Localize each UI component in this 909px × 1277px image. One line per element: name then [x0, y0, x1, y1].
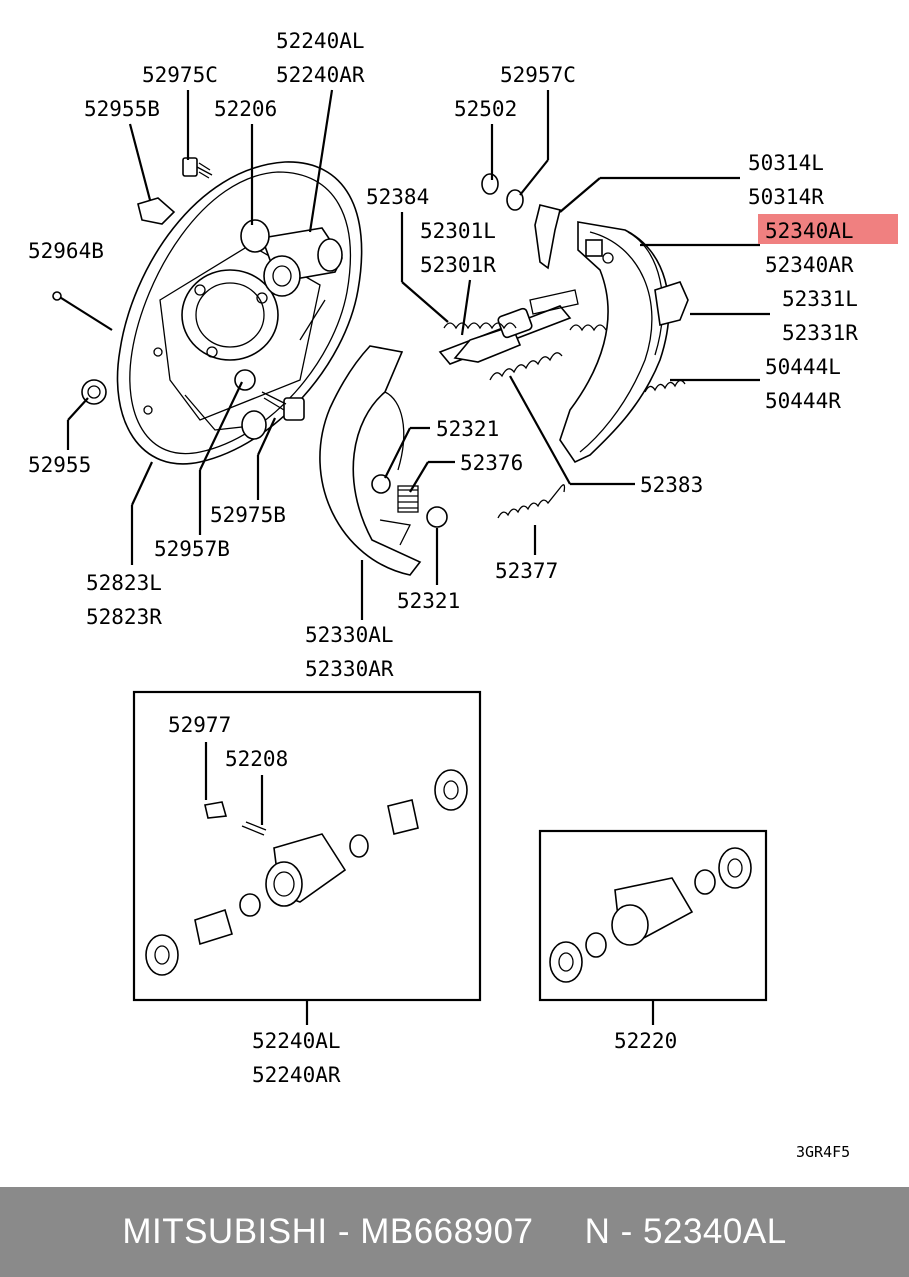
label-52964b: 52964B — [28, 239, 104, 263]
label-52330ar: 52330AR — [305, 657, 394, 681]
label-52331l: 52331L — [782, 287, 858, 311]
highlight-52340al — [758, 214, 898, 244]
cup-52502-drawing — [481, 173, 499, 195]
bolt-52975b-drawing — [261, 391, 305, 421]
spring-52384-drawing — [443, 322, 607, 332]
label-52977: 52977 — [168, 713, 231, 737]
label-52340al: 52340AL — [765, 219, 854, 243]
label-52240ar-top: 52240AR — [276, 63, 365, 87]
label-52240ar-bottom: 52240AR — [252, 1063, 341, 1087]
spring-52383-drawing — [489, 352, 563, 381]
footer-ref-code: 52340AL — [643, 1212, 787, 1251]
label-52208: 52208 — [225, 747, 288, 771]
label-50314l: 50314L — [748, 151, 824, 175]
cup-52321a-drawing — [371, 474, 391, 494]
adjuster-drawing — [438, 289, 579, 365]
label-52321-a: 52321 — [436, 417, 499, 441]
wheel-cylinder-drawing — [240, 219, 343, 297]
label-52823l: 52823L — [86, 571, 162, 595]
label-52340ar: 52340AR — [765, 253, 854, 277]
label-52321-b: 52321 — [397, 589, 460, 613]
label-50444l: 50444L — [765, 355, 841, 379]
label-52957b: 52957B — [154, 537, 230, 561]
label-52957c: 52957C — [500, 63, 576, 87]
inset-box-right — [538, 829, 768, 1002]
inset-box-left — [132, 690, 482, 1002]
footer-ref-prefix: N — [584, 1212, 611, 1251]
footer-gap — [534, 1212, 585, 1252]
label-52823r: 52823R — [86, 605, 162, 629]
label-52975c: 52975C — [142, 63, 218, 87]
washer-52957c-drawing — [506, 189, 524, 211]
footer-brand: MITSUBISHI — [122, 1212, 328, 1251]
label-52383: 52383 — [640, 473, 703, 497]
label-52955b: 52955B — [84, 97, 160, 121]
label-52240al-top: 52240AL — [276, 29, 365, 53]
bolt-52964b-drawing — [52, 291, 113, 331]
label-52376: 52376 — [460, 451, 523, 475]
label-52377: 52377 — [495, 559, 558, 583]
label-52331r: 52331R — [782, 321, 858, 345]
label-52502: 52502 — [454, 97, 517, 121]
brake-shoe-drawing — [319, 345, 422, 576]
label-52330al: 52330AL — [305, 623, 394, 647]
bolt-52975c-drawing — [182, 157, 213, 179]
label-52301r: 52301R — [420, 253, 496, 277]
label-52301l: 52301L — [420, 219, 496, 243]
label-52206: 52206 — [214, 97, 277, 121]
label-52240al-bottom: 52240AL — [252, 1029, 341, 1053]
footer-part-number: MB668907 — [360, 1212, 534, 1251]
cup-52321b-drawing — [426, 506, 448, 528]
shoe-assembly-drawing — [534, 204, 689, 464]
exploded-cylinder-right — [549, 847, 752, 983]
footer-separator-2: - — [610, 1212, 644, 1251]
diagram-code: 3GR4F5 — [796, 1143, 850, 1161]
footer-separator: - — [327, 1212, 361, 1251]
exploded-cylinder-left — [145, 769, 468, 976]
label-52955: 52955 — [28, 453, 91, 477]
clip-52955b-drawing — [137, 197, 176, 225]
label-52975b: 52975B — [210, 503, 286, 527]
spring-52376-drawing — [397, 485, 419, 513]
label-50314r: 50314R — [748, 185, 824, 209]
spring-50444-drawing — [644, 379, 686, 393]
spring-52377-drawing — [497, 484, 566, 519]
label-50444r: 50444R — [765, 389, 841, 413]
brake-parts-diagram: 52240AL 52240AR 52975C 52955B 52206 5295… — [28, 29, 898, 1161]
label-52384: 52384 — [366, 185, 429, 209]
label-52220: 52220 — [614, 1029, 677, 1053]
footer-bar: MITSUBISHI - MB668907 N - 52340AL — [0, 1187, 909, 1277]
leader-lines — [66, 89, 770, 1025]
